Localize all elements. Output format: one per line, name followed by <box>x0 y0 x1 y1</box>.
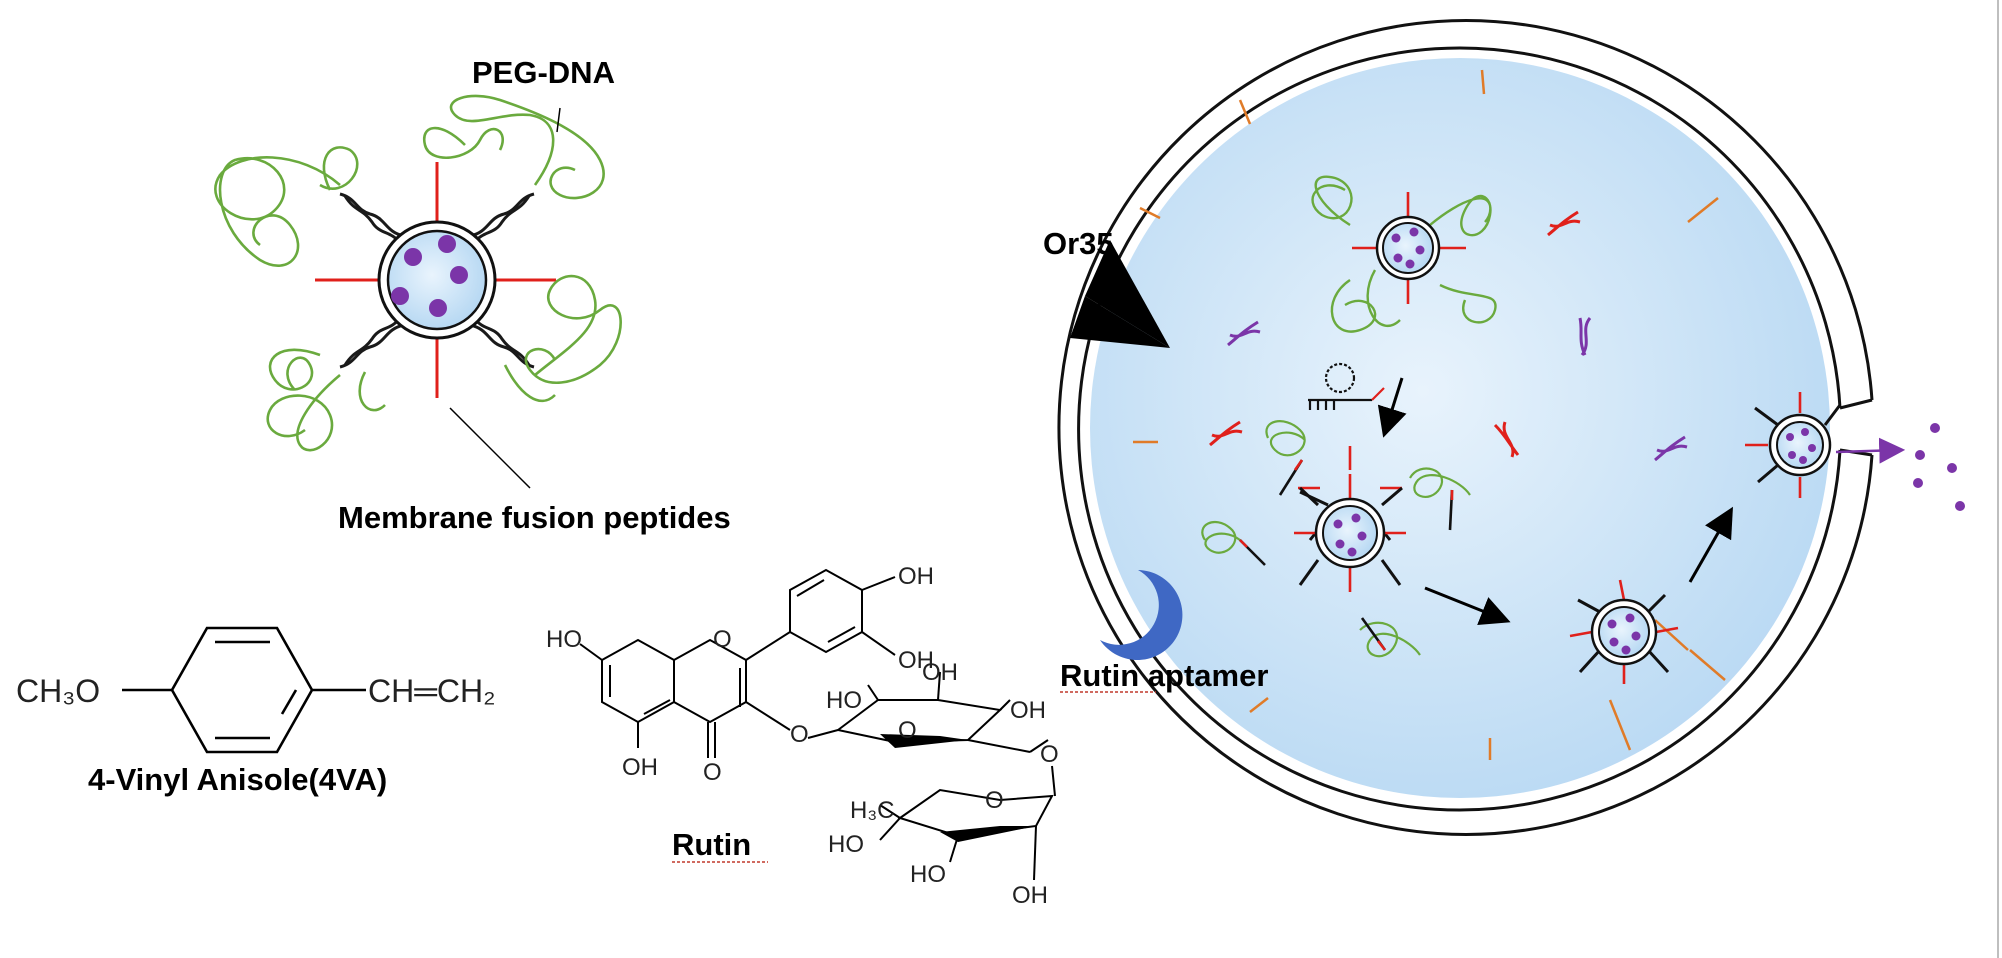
membrane-fusion-peptides-label: Membrane fusion peptides <box>338 500 731 535</box>
free-peg-fragments <box>1201 420 1471 658</box>
rutin-o-carbonyl: O <box>703 759 722 786</box>
free-dna-icons <box>1209 210 1688 462</box>
rutin-h3c: H₃C <box>850 797 894 824</box>
rutin-oh-5: OH <box>1010 697 1046 724</box>
ch3o-label: CH₃O <box>16 673 100 709</box>
vinyl-anisole-structure: CH₃O CH═CH₂ <box>16 626 496 754</box>
or35-receptor-icon <box>1070 296 1170 348</box>
cargo-dots <box>391 235 468 317</box>
cell-vesicle-fusing <box>1745 392 1842 498</box>
rutin-o-link: O <box>1040 741 1059 768</box>
benzene-ring <box>170 626 314 754</box>
rutin-o-rhamnose: O <box>985 787 1004 814</box>
vinyl-anisole-label: 4-Vinyl Anisole(4VA) <box>88 762 387 797</box>
membrane-receptors <box>1133 69 1726 760</box>
rutin-aptamer-label: Rutin aptamer <box>1060 658 1268 693</box>
released-cargo-dots <box>1913 423 1965 511</box>
rutin-oh-2: OH <box>898 563 934 590</box>
peg-dna-label: PEG-DNA <box>472 55 615 90</box>
rutin-aptamer-icon <box>1100 570 1183 660</box>
rutin-ho-3: HO <box>828 831 864 858</box>
cell-inner-membrane <box>1077 46 1842 812</box>
peg-coils <box>214 94 622 452</box>
nanovesicle-illustration <box>214 94 622 489</box>
fusion-peptide-spikes <box>315 162 556 398</box>
release-arrow <box>1835 437 1906 464</box>
pathway-arrows <box>1377 377 1733 626</box>
peg-dna-leader-line <box>556 107 561 133</box>
rutin-ho-1: HO <box>546 626 582 653</box>
rutin-ho-4: HO <box>910 861 946 888</box>
rutin-o-glycoside: O <box>790 721 809 748</box>
rutin-oh-4: OH <box>922 659 958 686</box>
or35-label: Or35 <box>1043 226 1114 261</box>
cell-vesicle-top <box>1311 175 1497 333</box>
rutin-ho-2: HO <box>826 687 862 714</box>
rutin-structure: HO OH O O OH OH O HO OH OH O O H₃C O HO … <box>546 563 1059 909</box>
rutin-oh-6: OH <box>1012 882 1048 909</box>
cell-illustration <box>1057 19 1965 836</box>
dna-helices <box>339 192 535 369</box>
rutin-o-ring: O <box>713 626 732 653</box>
vinyl-group-label: CH═CH₂ <box>368 673 496 709</box>
rutin-label: Rutin <box>672 827 751 862</box>
cell-vesicle-lower-right <box>1569 579 1679 684</box>
rutin-o-glucose: O <box>898 717 917 744</box>
cell-vesicle-middle-body <box>1294 474 1406 592</box>
aptamer-hairpin <box>1308 362 1385 410</box>
peptide-leader-line <box>449 407 531 489</box>
rutin-oh-1: OH <box>622 754 658 781</box>
rutin-oh-3: OH <box>898 647 934 674</box>
